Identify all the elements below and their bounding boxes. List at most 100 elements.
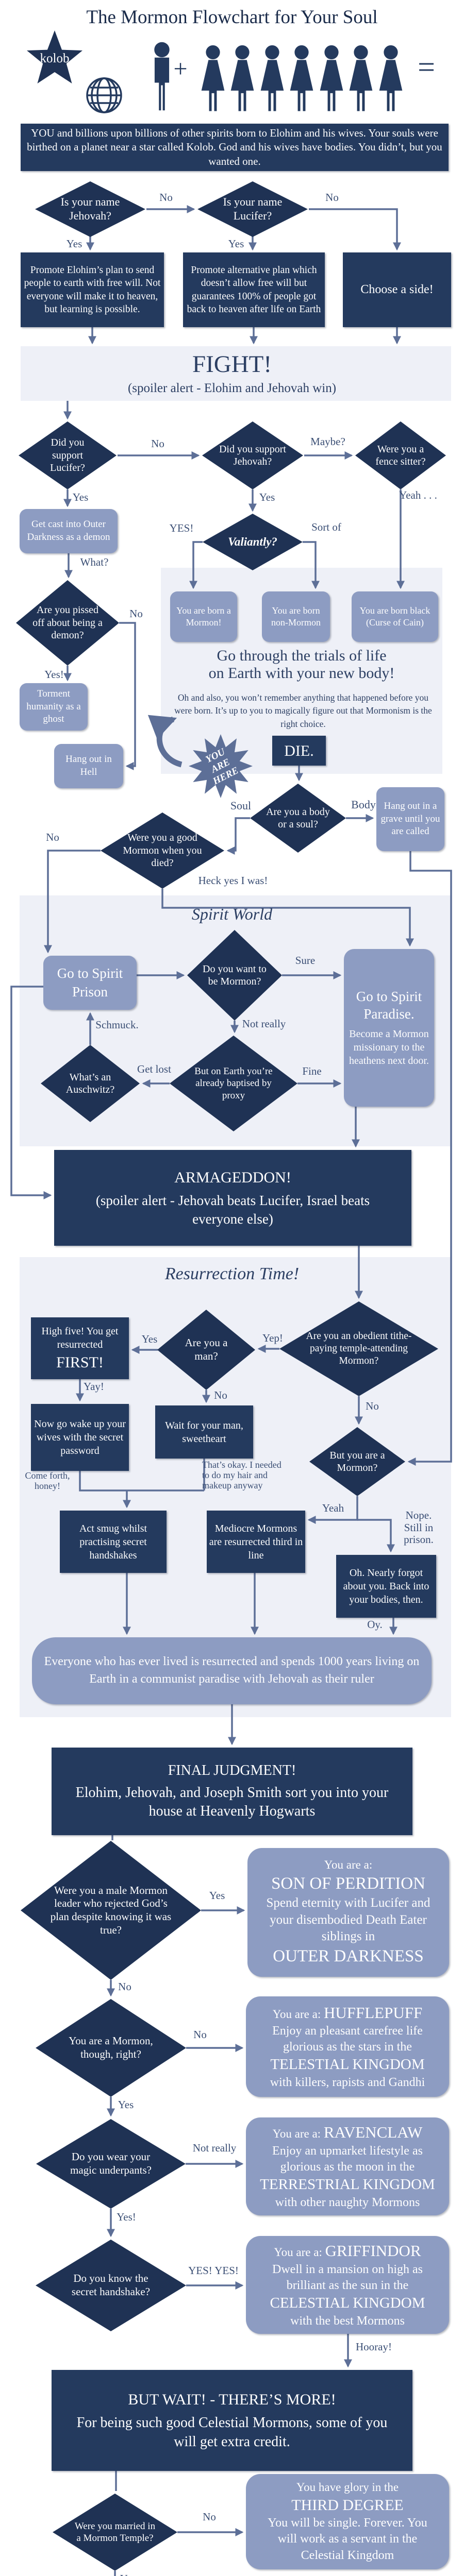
result-place: TELESTIAL KINGDOM: [270, 2056, 425, 2073]
result-name: HUFFLEPUFF: [323, 2003, 423, 2022]
torment-humanity-box: Torment humanity as a ghost: [20, 683, 88, 731]
result-intro-line: You are a: GRIFFINDOR: [274, 2241, 421, 2261]
result-tail: with the best Mormons: [290, 2314, 405, 2328]
edge-label-yes: Yes: [118, 2098, 134, 2111]
edge-label-no: No: [193, 2028, 207, 2041]
result-body: Enjoy an upmarket lifestyle as glorious …: [272, 2144, 423, 2174]
decision-text: Is your name Jehovah?: [60, 195, 120, 222]
son-of-perdition-box: You are a: SON OF PERDITION Spend eterni…: [247, 1848, 449, 1977]
edge-label-no: No: [46, 831, 59, 843]
edge-label-no: No: [366, 1400, 379, 1412]
alternative-plan-box: Promote alternative plan which doesn’t a…: [183, 252, 325, 327]
decision-text: Are you a man?: [185, 1336, 228, 1362]
high-five-first: FIRST!: [56, 1353, 104, 1371]
fight-subtitle: (spoiler alert - Elohim and Jehovah win): [127, 381, 337, 395]
final-judgment-box: FINAL JUDGMENT! Elohim, Jehovah, and Jos…: [52, 1748, 412, 1835]
result-place: CELESTIAL KINGDOM: [270, 2294, 425, 2311]
decision-text: Are you an obedient tithe-paying temple-…: [306, 1331, 412, 1366]
hufflepuff-box: You are a: HUFFLEPUFF Enjoy an pleasant …: [246, 1996, 449, 2097]
result-intro: You have glory in the: [296, 2481, 399, 2494]
edge-label-yes-yes: YES! YES!: [188, 2264, 239, 2277]
edge-label-no: No: [118, 1980, 131, 1993]
wait-for-man-box: Wait for your man, sweetheart: [155, 1405, 253, 1459]
result-body: Dwell in a mansion on high as brilliant …: [272, 2262, 423, 2292]
edge-label-yes: Yes: [72, 491, 89, 503]
decision-text: Were you a fence sitter?: [375, 443, 426, 467]
result-place: OUTER DARKNESS: [273, 1946, 424, 1965]
result-tail: with other naughty Mormons: [275, 2195, 420, 2209]
result-name: SON OF PERDITION: [271, 1874, 425, 1893]
edge-label-yeah: Yeah . . .: [399, 489, 437, 501]
hang-out-in-hell-box: Hang out in Hell: [54, 744, 123, 788]
edge-label-come-forth: Come forth, honey!: [25, 1470, 70, 1492]
but-wait-body: For being such good Celestial Mormons, s…: [76, 2415, 388, 2450]
edge-label-yep: Yep!: [262, 1332, 283, 1344]
flow-connectors: [10, 205, 452, 2576]
edge-label-hooray: Hooray!: [356, 2341, 392, 2353]
decision-text: Do you want to be Mormon?: [203, 963, 267, 987]
decision-text: Is your name Lucifer?: [223, 195, 283, 222]
edge-label-sure: Sure: [295, 954, 316, 967]
spirit-prison-box: Go to Spirit Prison: [43, 956, 137, 1010]
millennium-banner: Everyone who has ever lived is resurrect…: [32, 1637, 432, 1704]
fight-title: FIGHT!: [192, 351, 272, 378]
result-intro-line: You are a: HUFFLEPUFF: [273, 2003, 422, 2023]
edge-label-no: No: [151, 437, 164, 450]
decision-text: Are you pissed off about being a demon?: [32, 604, 103, 641]
but-wait-box: BUT WAIT! - THERE’S MORE! For being such…: [52, 2370, 412, 2471]
act-smug-box: Act smug whilst practising secret handsh…: [60, 1511, 167, 1573]
but-wait-title: BUT WAIT! - THERE’S MORE!: [128, 2391, 336, 2409]
result-place: TERRESTRIAL KINGDOM: [260, 2176, 435, 2193]
armageddon-title: ARMAGEDDON!: [174, 1169, 291, 1187]
result-intro: You are a:: [274, 2246, 322, 2259]
edge-label-not-really: Not really: [192, 2142, 237, 2154]
result-intro: You are a:: [272, 2127, 321, 2141]
paradise-subtitle: Become a Mormon missionary to the heathe…: [349, 1028, 429, 1066]
decision-text: Were you a good Mormon when you died?: [123, 832, 202, 869]
edge-label-sort-of: Sort of: [311, 521, 341, 533]
grave-box: Hang out in a grave until you are called: [376, 787, 444, 851]
edge-label-yes: Yes: [117, 2572, 139, 2576]
edge-label-yes: Yes: [228, 238, 244, 250]
decision-text: Valiantly?: [228, 535, 277, 548]
edge-label-no: No: [159, 191, 173, 204]
edge-label-no: No: [129, 607, 143, 620]
edge-label-maybe: Maybe?: [310, 435, 345, 448]
edge-label-yes: Yes: [209, 1889, 225, 1902]
trials-title: Go through the trials of life on Earth w…: [208, 647, 395, 682]
outer-darkness-box: Get cast into Outer Darkness as a demon: [20, 509, 118, 553]
edge-label-what: What?: [80, 556, 109, 568]
edge-label-schmuck: Schmuck.: [95, 1019, 139, 1031]
trials-subtitle: Oh and also, you won’t remember anything…: [174, 692, 432, 729]
armageddon-box: ARMAGEDDON! (spoiler alert - Jehovah bea…: [54, 1150, 411, 1246]
decision-text: Are you a body or a soul?: [266, 806, 330, 830]
result-intro-line: You are a: RAVENCLAW: [273, 2122, 423, 2143]
intro-box: YOU and billions upon billions of other …: [21, 124, 449, 171]
born-non-mormon-box: You are born non-Mormon: [262, 591, 330, 642]
you-are-here-starburst: [189, 734, 253, 798]
decision-text: You are a Mormon, though, right?: [69, 2035, 153, 2060]
decision-text: But on Earth you’re already baptised by …: [194, 1066, 273, 1101]
spirit-world-title: Spirit World: [191, 905, 273, 923]
header-family-icons: [154, 42, 403, 111]
edge-label-not-really: Not really: [242, 1018, 286, 1030]
edge-label-yes: Yes!: [44, 668, 64, 681]
edge-label-yay: Yay!: [84, 1380, 104, 1393]
high-five-text: High five! You get resurrected: [41, 1325, 119, 1350]
resurrection-title: Resurrection Time!: [164, 1264, 300, 1283]
result-tail: with killers, rapists and Gandhi: [270, 2076, 425, 2090]
born-mormon-box: You are born a Mormon!: [170, 591, 237, 642]
mediocre-mormons-box: Mediocre Mormons are resurrected third i…: [207, 1511, 305, 1573]
choose-a-side-box: Choose a side!: [343, 252, 451, 327]
decision-text: But you are a Mormon?: [329, 1449, 385, 1473]
nearly-forgot-box: Oh. Nearly forgot about you. Back into y…: [336, 1555, 436, 1618]
plus-sign: +: [173, 55, 188, 82]
final-judgment-title: FINAL JUDGMENT!: [168, 1762, 296, 1779]
third-degree-box: You have glory in the THIRD DEGREE You w…: [246, 2474, 449, 2569]
decision-text: Do you wear your magic underpants?: [70, 2150, 152, 2176]
page-title: The Mormon Flowchart for Your Soul: [86, 7, 378, 28]
edge-label-yes-shout: YES!: [169, 522, 194, 534]
edge-label-fine: Fine: [302, 1065, 322, 1077]
